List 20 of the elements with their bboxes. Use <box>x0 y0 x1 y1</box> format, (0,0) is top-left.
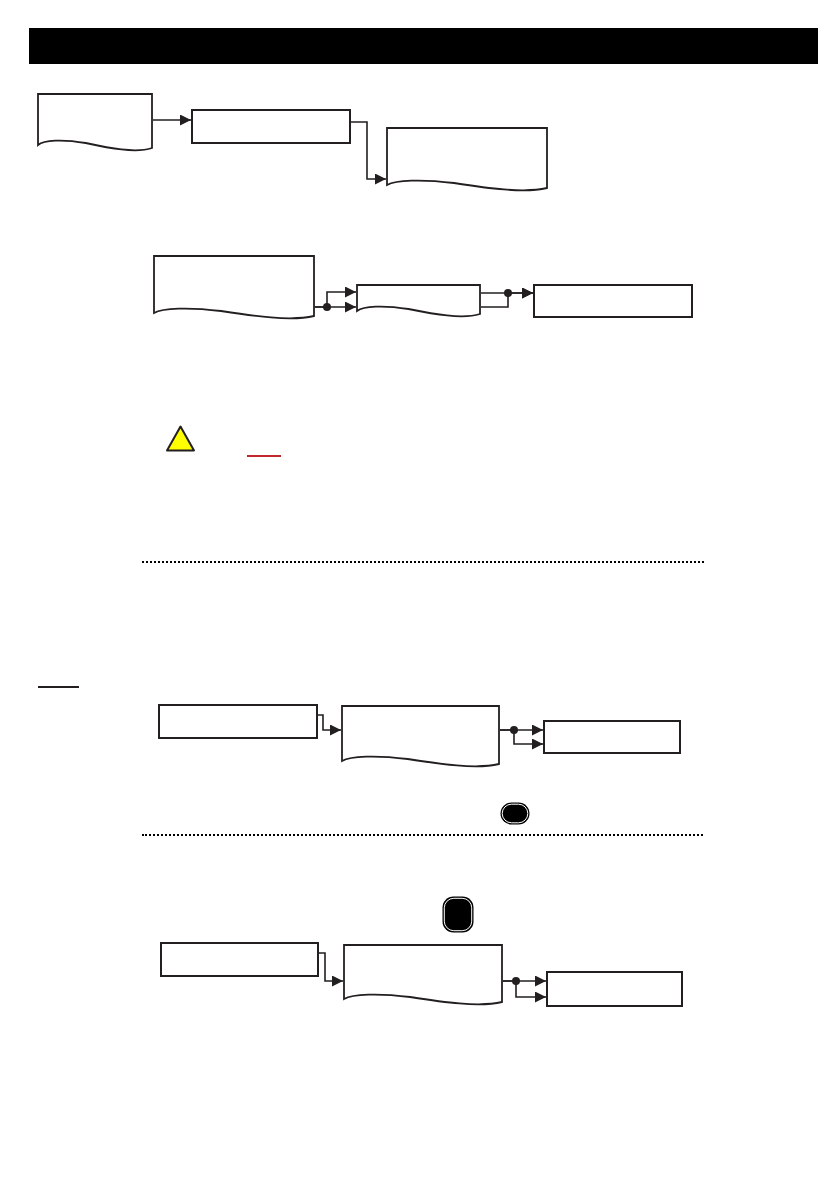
document-shape <box>343 944 503 1007</box>
document-shape <box>386 127 548 193</box>
process-box <box>158 704 318 739</box>
process-box <box>543 720 681 754</box>
arrow <box>350 121 387 185</box>
arrow <box>499 729 544 750</box>
process-box <box>546 971 683 1007</box>
document-shape <box>356 284 481 319</box>
process-box <box>191 109 351 144</box>
arrow <box>318 952 344 987</box>
arrow <box>152 114 192 126</box>
document-shape <box>153 255 315 321</box>
arrow <box>502 980 547 1003</box>
arrow <box>480 287 534 308</box>
arrow <box>317 714 342 736</box>
process-box <box>160 942 319 977</box>
document-shape <box>37 93 153 153</box>
arrow <box>314 286 357 308</box>
document-shape <box>341 705 500 769</box>
process-box <box>533 284 693 318</box>
